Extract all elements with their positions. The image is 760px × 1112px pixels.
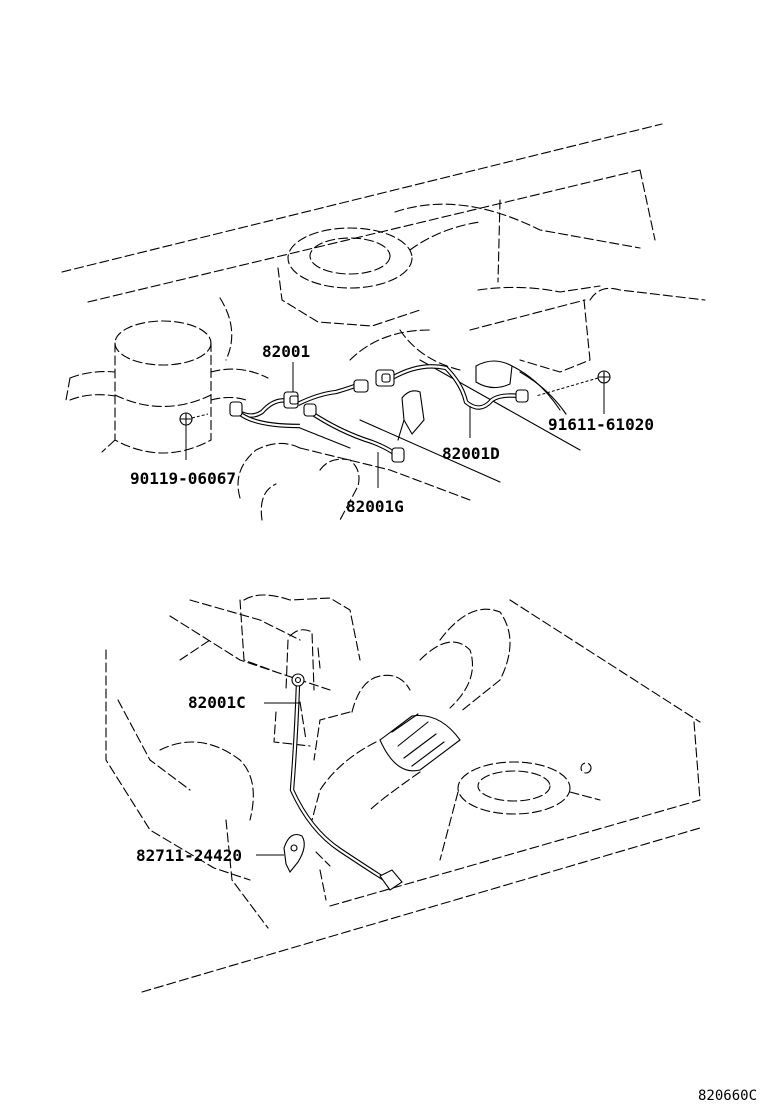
lower-engine-bay-view: 82001C 82711-24420 [105,594,701,993]
wire-clamp-82711 [283,833,331,901]
callout-90119-06067: 90119-06067 [130,469,236,488]
connector-82001D [375,369,529,403]
connector-lower-end [379,869,403,891]
wire-harness-lower [289,683,388,882]
ring-terminal-82001C [291,673,305,687]
strut-tower [277,221,481,327]
mounting-post [285,629,321,691]
connector-82001 [283,391,299,409]
connector-left [229,401,243,417]
callout-91611-61020: 91611-61020 [548,415,654,434]
bolt-90119 [179,412,209,426]
mounting-block [475,360,567,415]
strut-tower-lower [439,761,601,861]
callout-82711-24420: 82711-24420 [136,846,242,865]
diagram-ref-number: 820660C [698,1088,757,1104]
connector-82001G [303,379,405,463]
wire-bracket [397,390,425,441]
callout-82001D: 82001D [442,444,500,463]
intake-hose [273,608,511,821]
bolt-91611 [535,370,611,397]
callout-82001C: 82001C [188,693,246,712]
callout-82001: 82001 [262,342,310,361]
reservoir [65,320,269,454]
upper-engine-bay-view: 82001 90119-06067 82001G 82001D 91611-61… [61,123,706,521]
callout-82001G: 82001G [346,497,404,516]
